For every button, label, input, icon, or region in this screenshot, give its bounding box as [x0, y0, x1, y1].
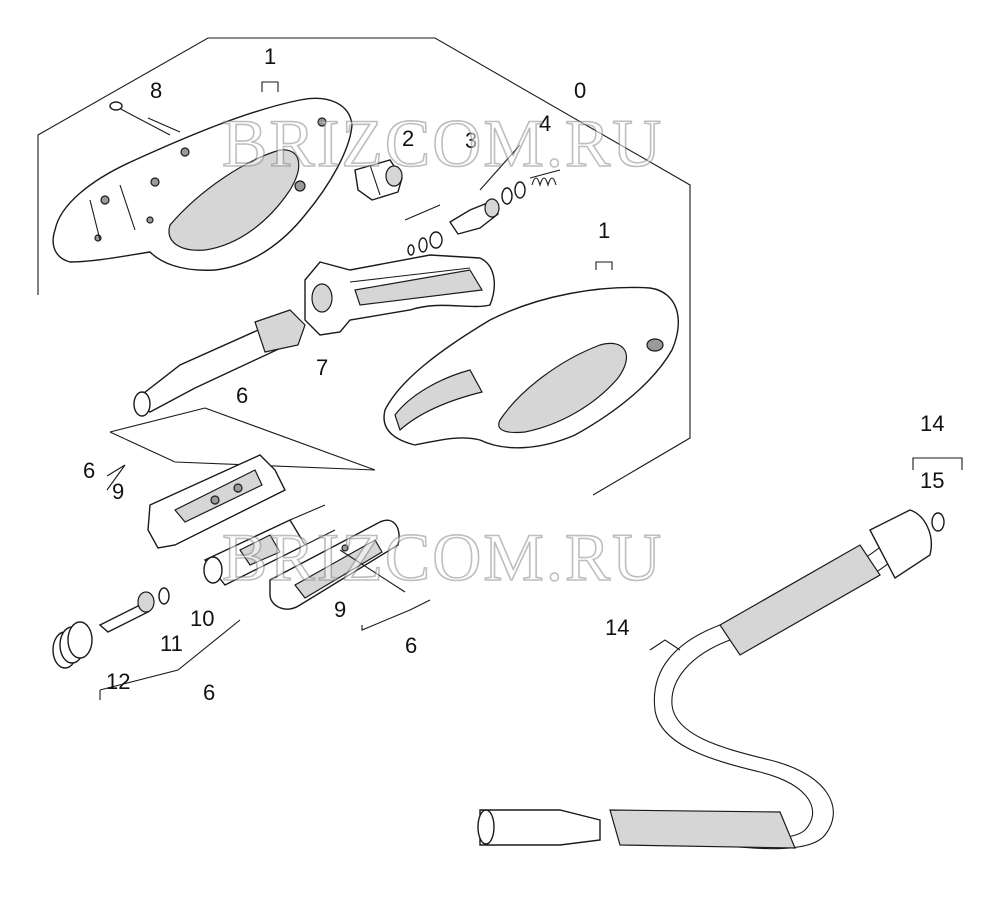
callout-1-right: 1 — [598, 218, 610, 243]
spring-part-4 — [529, 169, 561, 188]
plunger-part-11 — [98, 591, 155, 633]
screw-part-8 — [109, 101, 181, 136]
o-rings — [407, 231, 443, 256]
callout-10: 10 — [190, 606, 214, 631]
handle-half-right — [383, 286, 679, 449]
o-ring-part-15 — [931, 512, 945, 532]
callout-2: 2 — [402, 126, 414, 151]
callout-4: 4 — [539, 111, 551, 136]
callout-12: 12 — [106, 669, 130, 694]
clip-half-right — [269, 519, 406, 610]
callout-14-top: 14 — [920, 411, 944, 436]
spring-part-12 — [52, 621, 93, 669]
bracket-nozzle — [109, 407, 376, 471]
callout-0: 0 — [574, 78, 586, 103]
hose-part-14 — [477, 509, 932, 850]
callout-6-clip: 6 — [405, 633, 417, 658]
valve-piston-part-3 — [449, 181, 526, 235]
callout-brackets — [106, 81, 963, 651]
callout-7: 7 — [316, 355, 328, 380]
assembly-frame — [37, 37, 691, 496]
handle-half-left — [52, 97, 353, 271]
callout-3: 3 — [465, 128, 477, 153]
callout-1-top: 1 — [264, 44, 276, 69]
nozzle-tube — [133, 309, 306, 417]
watermark-middle: BRIZCOM.RU — [222, 519, 663, 595]
callout-14-hose: 14 — [605, 615, 629, 640]
callout-15: 15 — [920, 468, 944, 493]
callout-8: 8 — [150, 78, 162, 103]
callout-9-right: 9 — [334, 597, 346, 622]
valve-part-2 — [354, 159, 403, 201]
callout-labels: 0 1 1 2 3 4 6 6 6 6 7 8 9 9 10 11 12 14 … — [83, 44, 944, 705]
bracket-lower — [99, 599, 431, 700]
callout-6-left: 6 — [83, 458, 95, 483]
washer-part-10 — [158, 587, 170, 605]
connector-body — [203, 504, 336, 586]
callout-11: 11 — [160, 631, 183, 656]
watermark-top: BRIZCOM.RU — [222, 105, 663, 181]
trigger-part-7 — [304, 254, 496, 336]
clip-half-left — [147, 454, 286, 549]
callout-6-bottom: 6 — [203, 680, 215, 705]
callout-6-nozzle: 6 — [236, 383, 248, 408]
callout-9-left: 9 — [112, 479, 124, 504]
